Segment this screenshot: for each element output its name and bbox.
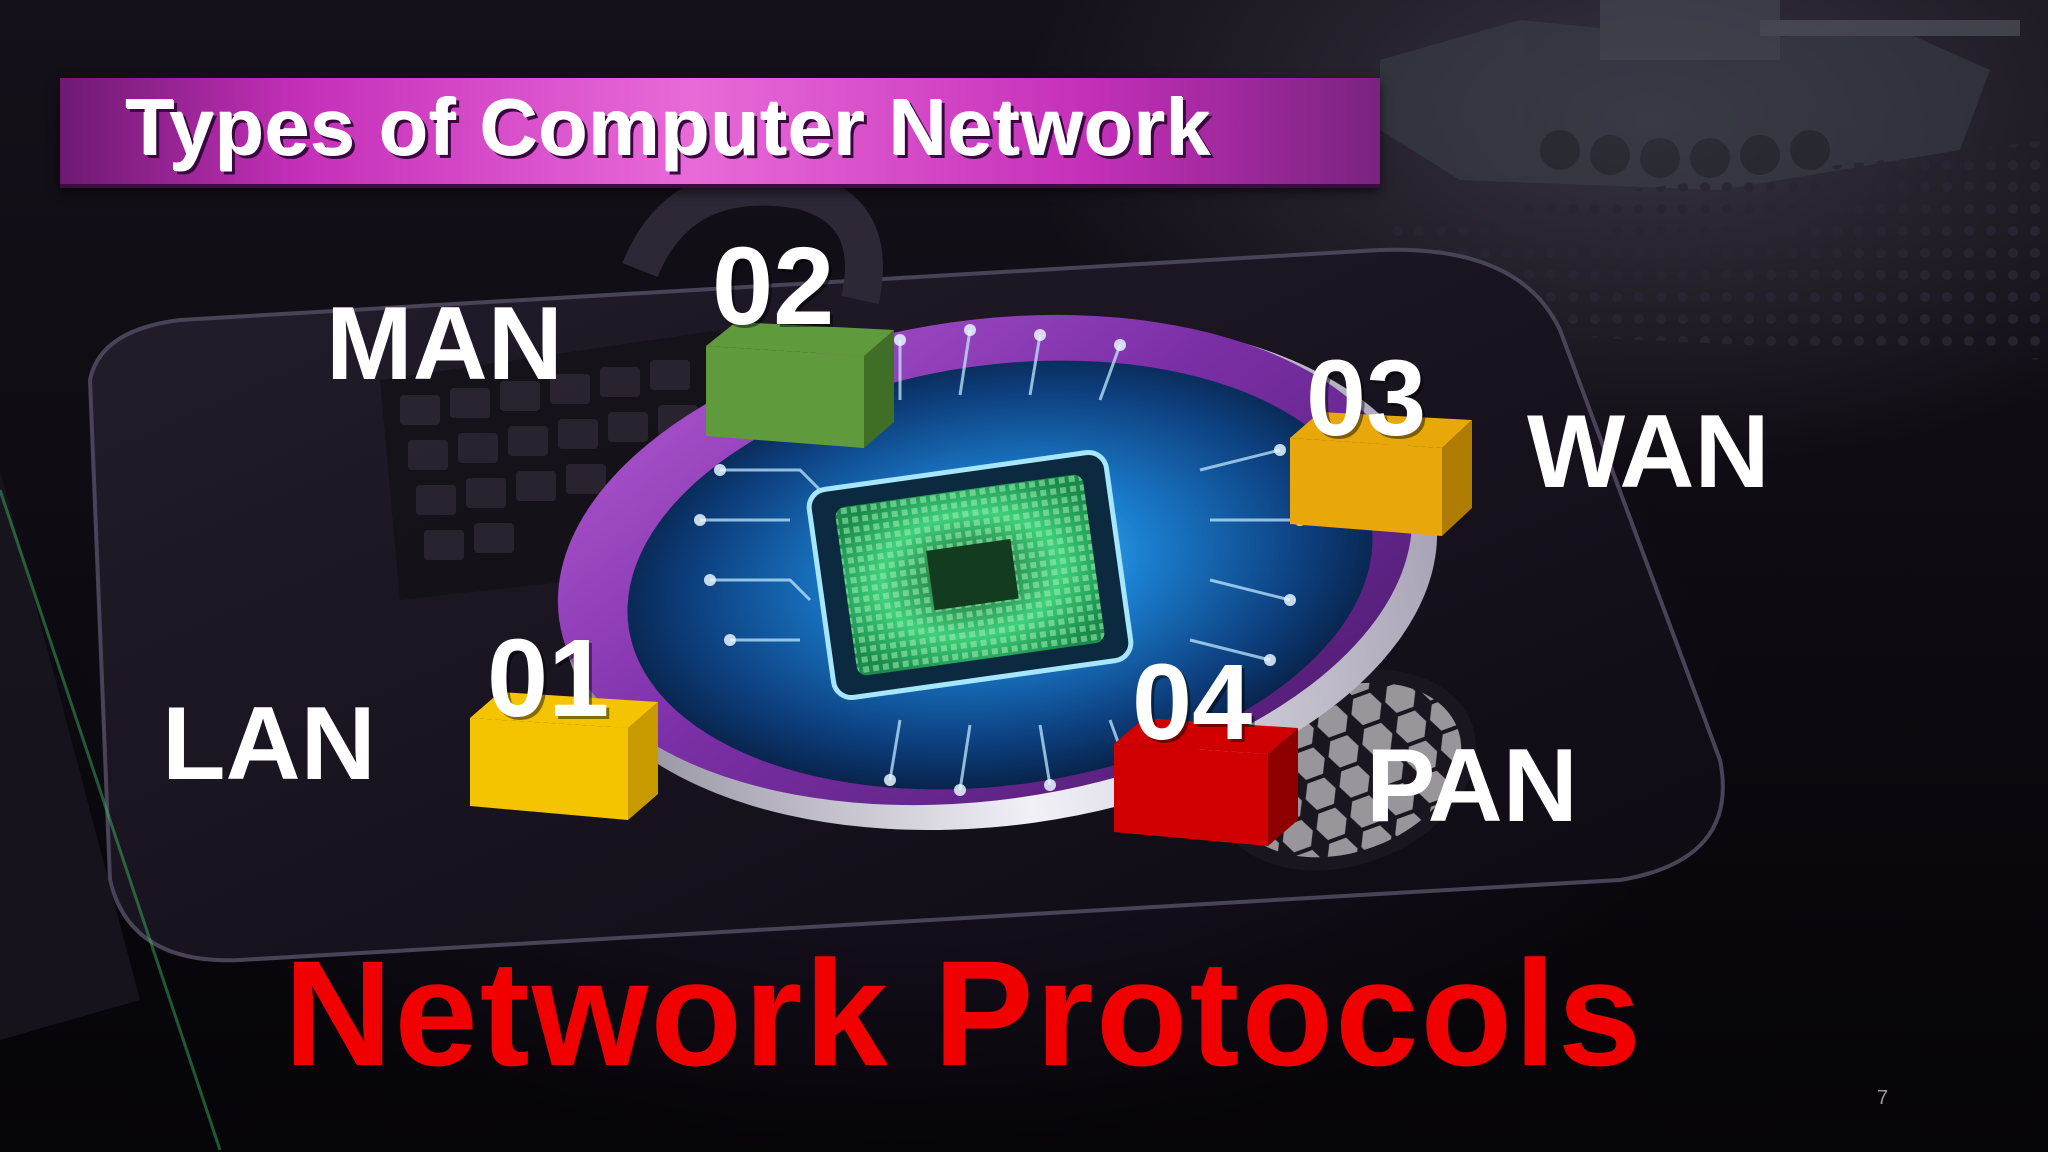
tank-silhouette: [1380, 0, 2020, 190]
circuit-pads: [694, 324, 1306, 796]
number-02: 02: [712, 225, 835, 348]
number-03: 03: [1306, 337, 1427, 458]
cube-01: [470, 692, 658, 820]
cube-04-side: [1268, 728, 1298, 846]
number-04: 04: [1132, 641, 1253, 762]
cube-03-side: [1442, 420, 1472, 536]
network-label-pan: PAN: [1366, 728, 1578, 844]
cpu-chip: [806, 449, 1134, 701]
cube-02-side: [864, 330, 894, 448]
cube-02-top: [706, 322, 894, 356]
cube-04-top: [1114, 718, 1298, 754]
page-number: 7: [1877, 1087, 1889, 1109]
cube-01-front: [470, 718, 628, 820]
cube-03-front: [1290, 438, 1442, 536]
number-01: 01: [487, 617, 610, 740]
network-label-wan: WAN: [1527, 394, 1770, 510]
footer-title: Network Protocols: [284, 929, 1644, 1097]
cube-01-top: [470, 692, 658, 728]
circuit-traces: [700, 329, 1300, 791]
network-label-man: MAN: [326, 286, 563, 402]
cube-04: [1114, 718, 1298, 846]
cube-02: [706, 322, 894, 448]
network-label-lan: LAN: [162, 686, 376, 802]
cube-03: [1290, 412, 1472, 536]
title-banner: Types of Computer Network: [60, 78, 1380, 188]
cube-01-side: [628, 702, 658, 820]
slide-title: Types of Computer Network: [126, 83, 1212, 172]
cube-02-front: [706, 346, 864, 448]
headset: [622, 167, 883, 305]
cube-04-front: [1114, 744, 1268, 846]
cube-03-top: [1290, 412, 1472, 448]
